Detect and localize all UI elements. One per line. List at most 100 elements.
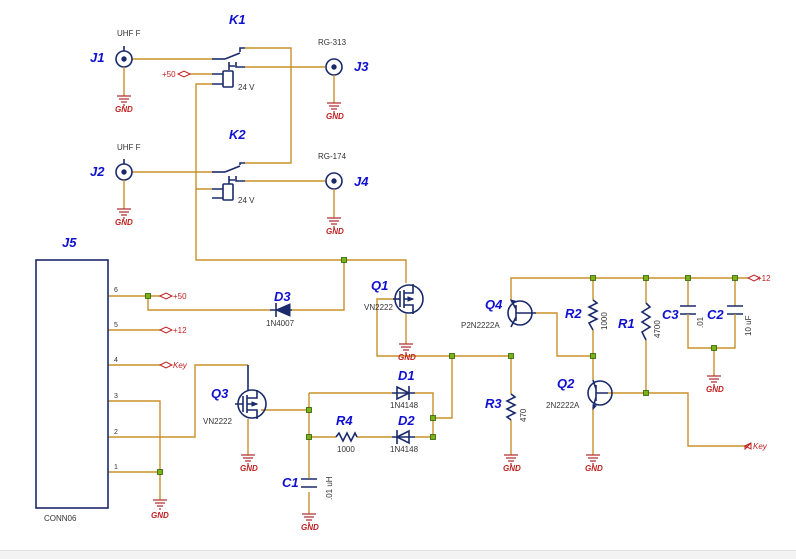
j3-ref: J3	[354, 59, 369, 74]
capacitor-c1: C1 .01 uH	[282, 475, 334, 500]
j1-value: UHF F	[117, 29, 141, 38]
q3-value: VN2222	[203, 417, 232, 426]
j5-pin-5: 5	[114, 322, 118, 329]
k2-coil: 24 V	[238, 196, 255, 205]
capacitor-c2: C2 10 uF	[707, 305, 753, 336]
q1-ref: Q1	[371, 278, 388, 293]
connector-j4: J4 RG-174	[318, 152, 369, 218]
ground-j4: GND	[326, 217, 344, 236]
svg-text:GND: GND	[706, 385, 724, 394]
mosfet-q1: Q1 VN2222	[364, 278, 424, 314]
r2-value: 1000	[600, 312, 609, 330]
net-p50-j5: +50	[173, 292, 187, 301]
svg-text:GND: GND	[151, 511, 169, 520]
ground-q3: GND	[240, 454, 258, 473]
r3-value: 470	[519, 408, 528, 422]
r4-ref: R4	[336, 413, 353, 428]
relay-k1: K1 24 V	[212, 12, 255, 92]
c2-value: 10 uF	[744, 315, 753, 336]
c2-ref: C2	[707, 307, 724, 322]
net-label-key-j5: Key	[158, 361, 188, 370]
j4-value: RG-174	[318, 152, 347, 161]
transistor-q2: Q2 2N2222A	[546, 376, 613, 411]
r4-value: 1000	[337, 445, 355, 454]
ground-j5: GND	[151, 499, 169, 520]
svg-text:GND: GND	[115, 218, 133, 227]
net-label-p12-right: +12	[746, 274, 771, 283]
svg-text:GND: GND	[301, 523, 319, 532]
svg-text:GND: GND	[585, 464, 603, 473]
c1-ref: C1	[282, 475, 299, 490]
net-key-right: Key	[753, 442, 768, 451]
k2-ref: K2	[229, 127, 246, 142]
net-p12-right: +12	[757, 274, 771, 283]
j5-pin-2: 2	[114, 429, 118, 436]
connector-j5: J5 CONN06 6 5 4 3 2 1	[35, 235, 118, 523]
connector-j3: J3 RG-313	[318, 38, 369, 103]
resistor-r2: R2 1000	[565, 299, 609, 331]
k1-ref: K1	[229, 12, 246, 27]
ground-c1: GND	[301, 513, 319, 532]
wires	[108, 47, 748, 514]
q2-value: 2N2222A	[546, 401, 580, 410]
net-p50-k1: +50	[162, 70, 176, 79]
d2-ref: D2	[398, 413, 415, 428]
ground-j2: GND	[115, 208, 133, 227]
j5-pin-4: 4	[114, 357, 118, 364]
q4-ref: Q4	[485, 297, 503, 312]
d2-value: 1N4148	[390, 445, 419, 454]
q1-value: VN2222	[364, 303, 393, 312]
ground-q2: GND	[585, 454, 603, 473]
j2-ref: J2	[90, 164, 105, 179]
r1-value: 4700	[653, 320, 662, 338]
window-bottom-edge	[0, 550, 796, 559]
diode-d3: D3 1N4007	[266, 289, 295, 328]
transistor-q4: Q4 P2N2222A	[461, 297, 536, 330]
d3-ref: D3	[274, 289, 291, 304]
k1-coil: 24 V	[238, 83, 255, 92]
junction-nodes	[145, 257, 738, 475]
ground-j1: GND	[115, 95, 133, 114]
r1-ref: R1	[618, 316, 635, 331]
net-label-p50-k1: +50	[162, 70, 192, 79]
net-key-j5: Key	[173, 361, 188, 370]
resistor-r4: R4 1000	[335, 413, 358, 454]
j3-value: RG-313	[318, 38, 347, 47]
j5-pin-6: 6	[114, 287, 118, 294]
svg-text:GND: GND	[240, 464, 258, 473]
diode-d1: D1 1N4148	[390, 368, 419, 410]
j5-ref: J5	[62, 235, 77, 250]
d3-value: 1N4007	[266, 319, 295, 328]
j1-ref: J1	[90, 50, 104, 65]
diode-d2: D2 1N4148	[390, 413, 419, 454]
resistor-r1: R1 4700	[618, 302, 662, 341]
d1-value: 1N4148	[390, 401, 419, 410]
connector-j1: J1 UHF F	[90, 29, 141, 96]
j5-pin-1: 1	[114, 464, 118, 471]
d1-ref: D1	[398, 368, 415, 383]
svg-text:GND: GND	[326, 112, 344, 121]
ground-c2c3: GND	[706, 375, 724, 394]
capacitor-c3: C3 .01	[662, 305, 705, 328]
ground-r3: GND	[503, 454, 521, 473]
q3-ref: Q3	[211, 386, 229, 401]
net-p12-j5: +12	[173, 326, 187, 335]
mosfet-q3: Q3 VN2222	[203, 365, 267, 426]
svg-text:GND: GND	[326, 227, 344, 236]
net-label-p50-j5: +50	[158, 292, 187, 301]
c3-value: .01	[696, 316, 705, 328]
relay-k2: K2 24 V	[212, 127, 255, 205]
svg-text:GND: GND	[503, 464, 521, 473]
svg-text:GND: GND	[115, 105, 133, 114]
r2-ref: R2	[565, 306, 582, 321]
ground-j3: GND	[326, 102, 344, 121]
ground-symbols: GND GND GND GND GND GND GND GND	[115, 95, 724, 532]
j5-value: CONN06	[44, 514, 77, 523]
resistor-r3: R3 470	[485, 393, 528, 422]
c3-ref: C3	[662, 307, 679, 322]
connector-j2: J2 UHF F	[90, 143, 141, 209]
j5-pin-3: 3	[114, 393, 118, 400]
net-label-key-right: Key	[743, 442, 768, 451]
svg-text:GND: GND	[398, 353, 416, 362]
